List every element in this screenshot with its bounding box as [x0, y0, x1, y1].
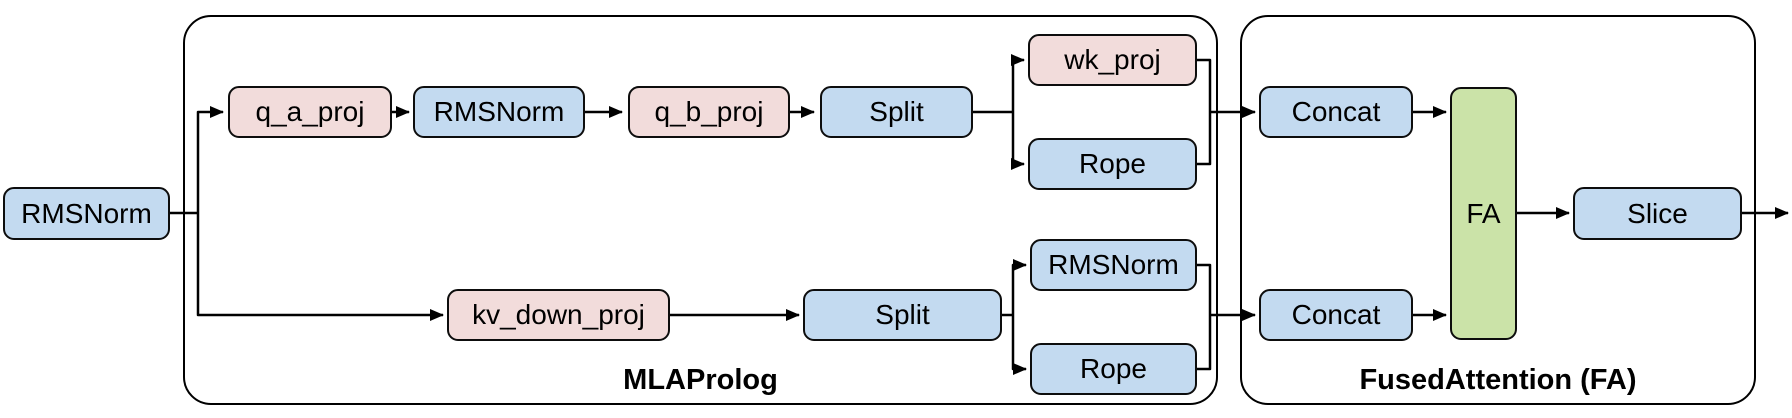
group-label-mla-prolog: MLAProlog — [623, 364, 778, 396]
node-fa: FA — [1450, 87, 1517, 340]
node-q-rmsnorm: RMSNorm — [413, 86, 585, 138]
node-q-b-proj: q_b_proj — [628, 86, 790, 138]
node-slice: Slice — [1573, 187, 1742, 240]
connector-kv-rmsnorm-merge — [1197, 263, 1212, 315]
node-kv-split: Split — [803, 289, 1002, 341]
connector-q-rope-merge — [1197, 112, 1212, 166]
node-kv-rope: Rope — [1030, 343, 1197, 395]
group-label-fused-attention: FusedAttention (FA) — [1359, 364, 1637, 396]
node-q-concat: Concat — [1259, 86, 1413, 138]
connector-wk-proj-merge — [1197, 58, 1212, 112]
connector-kv-rope-merge — [1197, 315, 1212, 371]
connector-q-split-to-rope — [1011, 112, 1025, 170]
connector-q-split-to-wk-proj — [1011, 54, 1025, 112]
node-input-rmsnorm: RMSNorm — [3, 187, 170, 240]
node-q-a-proj: q_a_proj — [228, 86, 392, 138]
group-mla-prolog: MLAProlog — [183, 15, 1218, 405]
connector-kv-split-to-rope — [1011, 315, 1027, 375]
node-q-rope: Rope — [1028, 138, 1197, 190]
connector-kv-split-to-rmsnorm — [1011, 259, 1027, 315]
node-kv-concat: Concat — [1259, 289, 1413, 341]
node-kv-rmsnorm: RMSNorm — [1030, 239, 1197, 291]
connector-input-to-q-a-proj — [196, 106, 224, 213]
connector-input-to-kv-down-proj — [196, 213, 444, 321]
node-wk-proj: wk_proj — [1028, 34, 1197, 86]
group-fused-attention: FusedAttention (FA) — [1240, 15, 1756, 405]
node-q-split: Split — [820, 86, 973, 138]
node-kv-down-proj: kv_down_proj — [447, 289, 670, 341]
